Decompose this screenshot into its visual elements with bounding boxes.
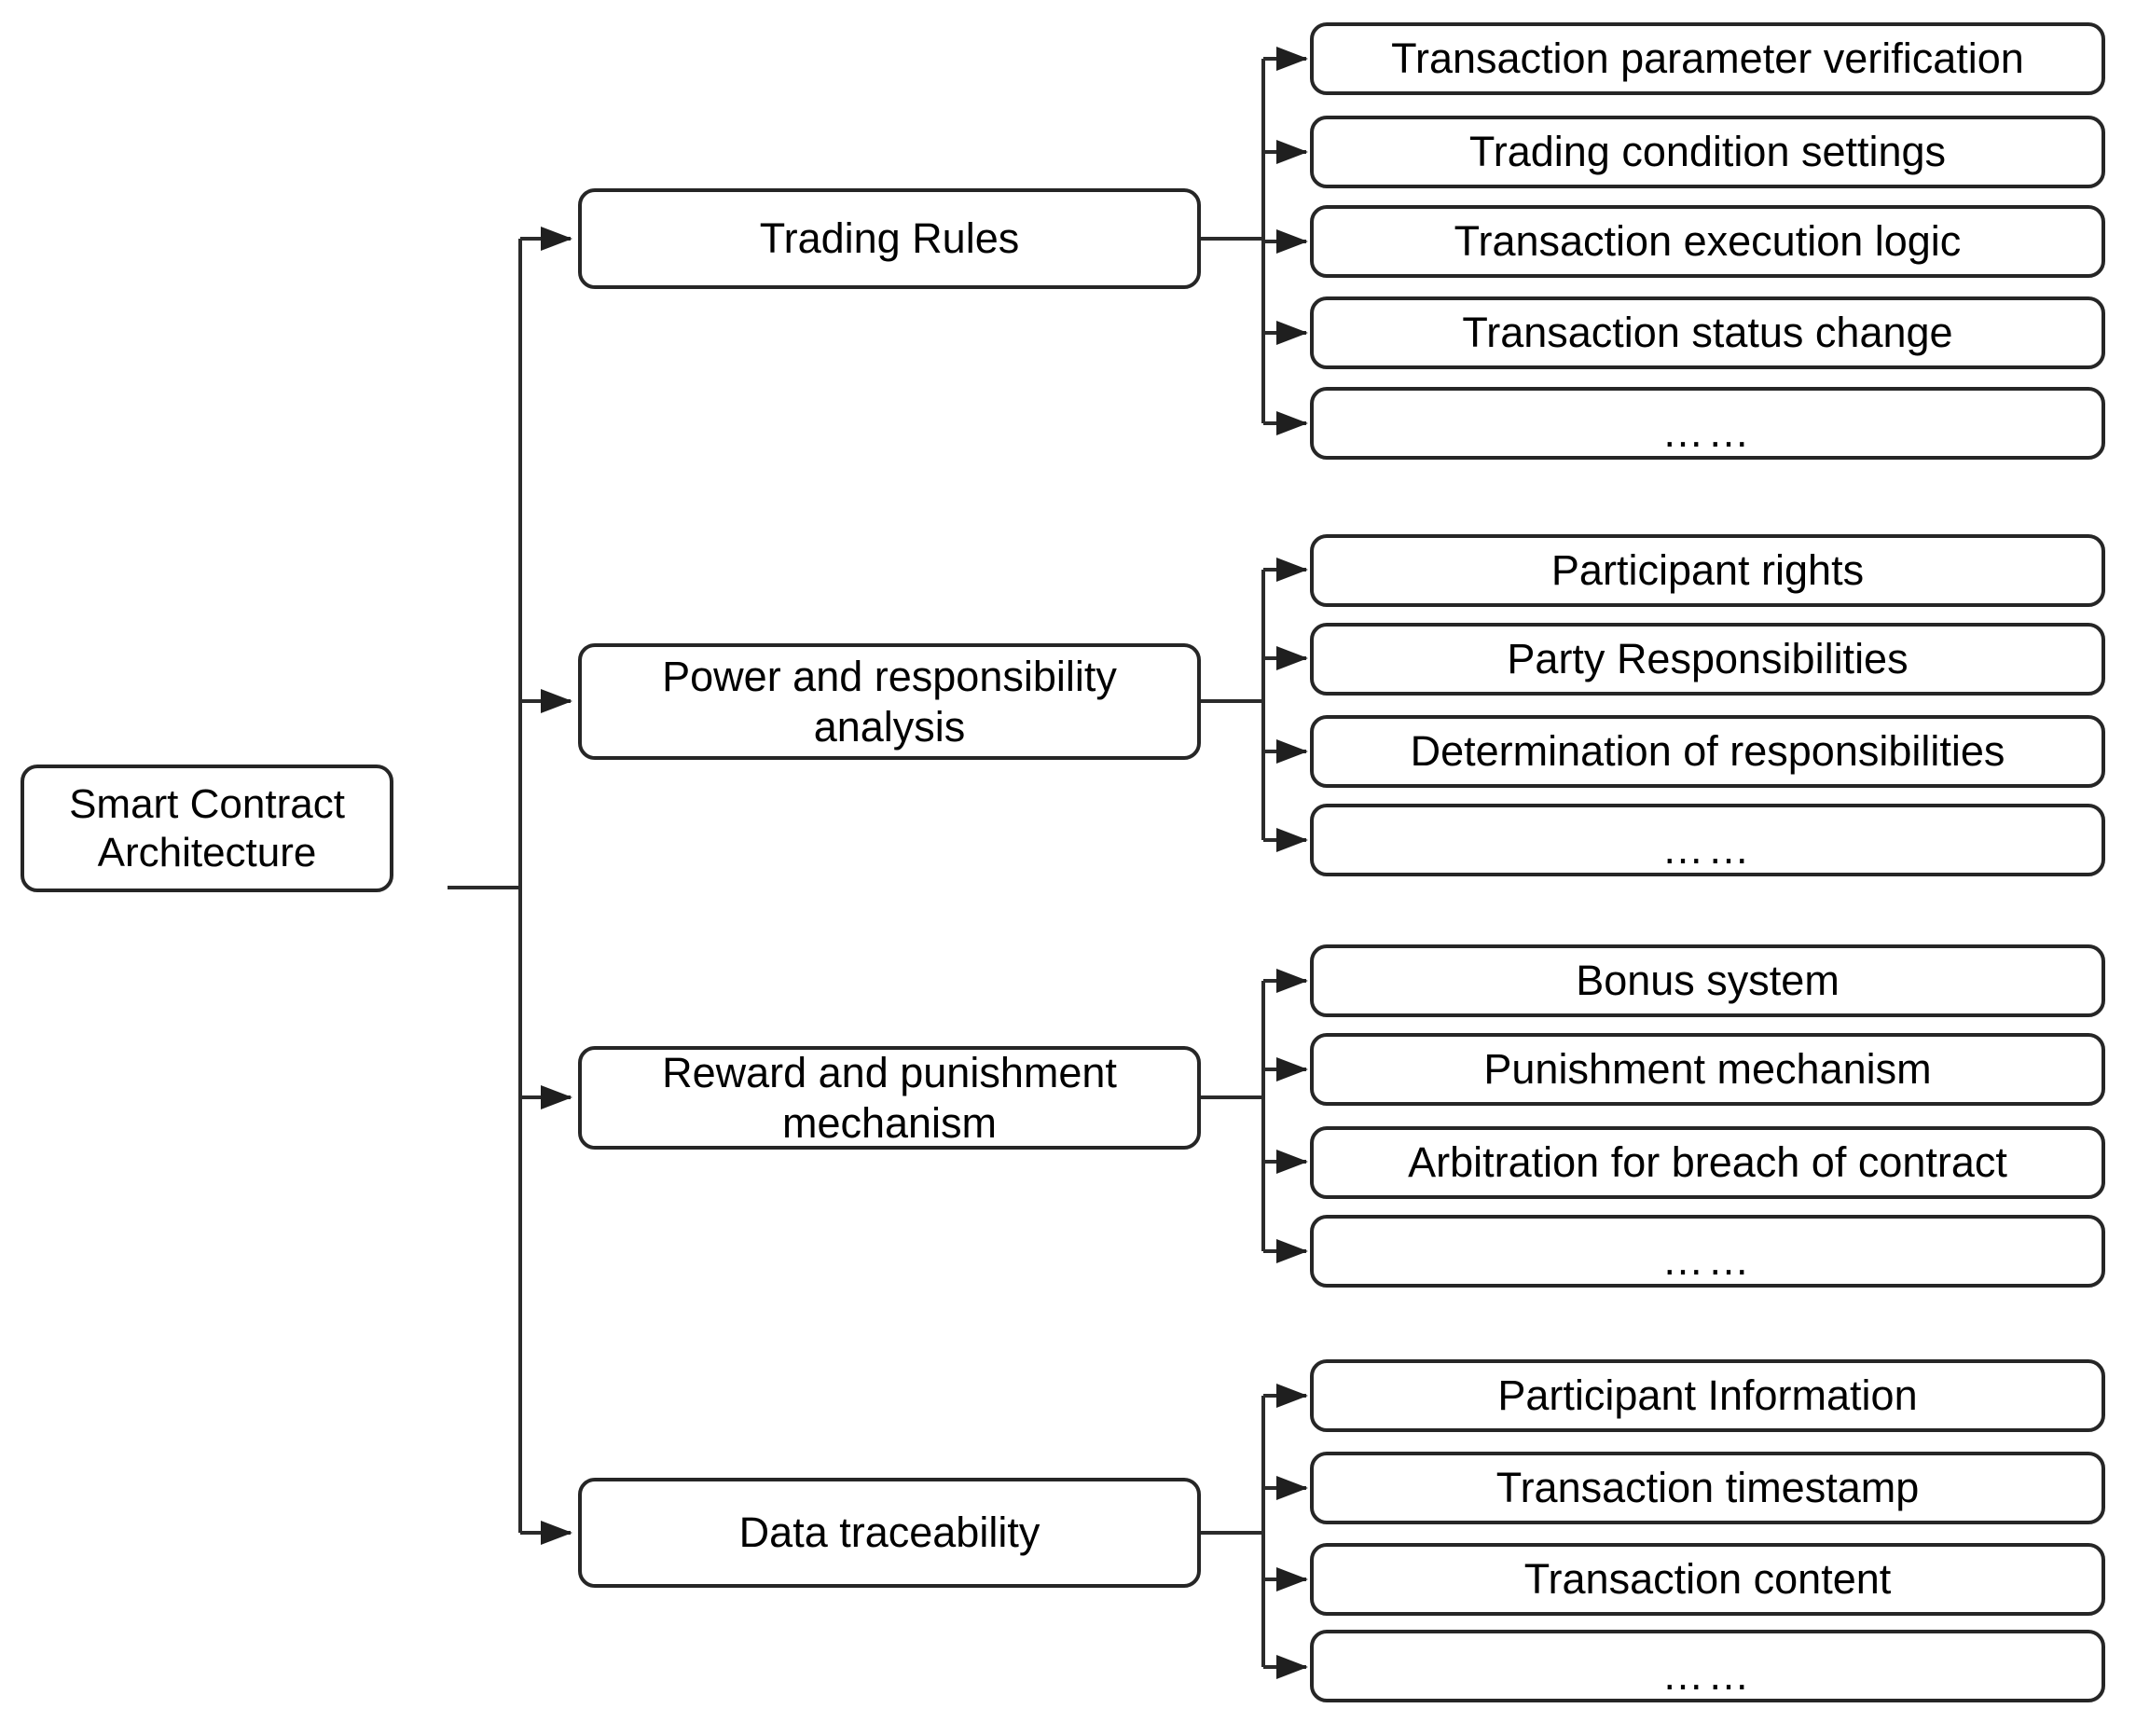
leaf-node-transaction-content: Transaction content <box>1310 1543 2105 1616</box>
leaf-node-ellipsis: …… <box>1310 1630 2105 1702</box>
branch-node-trading-rules: Trading Rules <box>578 188 1201 289</box>
branch-node-reward-and-punishment-mechanism: Reward and punishment mechanism <box>578 1046 1201 1150</box>
leaf-node-bonus-system: Bonus system <box>1310 944 2105 1017</box>
leaf-node-punishment-mechanism: Punishment mechanism <box>1310 1033 2105 1106</box>
leaf-node-trading-condition-settings: Trading condition settings <box>1310 116 2105 188</box>
leaf-node-transaction-timestamp: Transaction timestamp <box>1310 1452 2105 1524</box>
leaf-node-ellipsis: …… <box>1310 804 2105 876</box>
root-node-smart-contract-architecture: Smart Contract Architecture <box>21 765 393 892</box>
leaf-node-transaction-status-change: Transaction status change <box>1310 296 2105 369</box>
leaf-node-transaction-execution-logic: Transaction execution logic <box>1310 205 2105 278</box>
leaf-node-arbitration-for-breach-of-contract: Arbitration for breach of contract <box>1310 1126 2105 1199</box>
leaf-node-participant-rights: Participant rights <box>1310 534 2105 607</box>
branch-node-data-traceability: Data traceability <box>578 1478 1201 1588</box>
leaf-node-transaction-parameter-verification: Transaction parameter verification <box>1310 22 2105 95</box>
leaf-node-determination-of-responsibilities: Determination of responsibilities <box>1310 715 2105 788</box>
leaf-node-ellipsis: …… <box>1310 1215 2105 1288</box>
leaf-node-participant-information: Participant Information <box>1310 1359 2105 1432</box>
leaf-node-party-responsibilities: Party Responsibilities <box>1310 623 2105 696</box>
leaf-node-ellipsis: …… <box>1310 387 2105 460</box>
branch-node-power-and-responsibility-analysis: Power and responsibility analysis <box>578 643 1201 760</box>
